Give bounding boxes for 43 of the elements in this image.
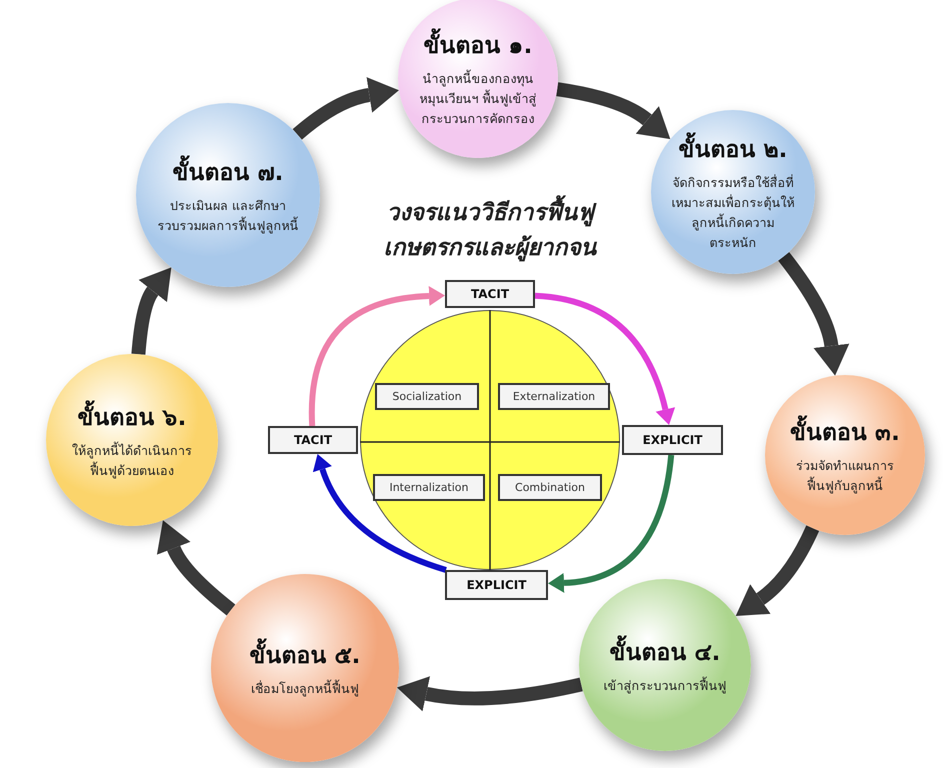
- knowledge-type-box: [268, 426, 358, 454]
- knowledge-type-box: [445, 280, 535, 308]
- step-heading: ขั้นตอน ๔.: [610, 634, 720, 670]
- step-heading: ขั้นตอน ๓.: [790, 414, 900, 450]
- step-heading: ขั้นตอน ๑.: [424, 27, 532, 63]
- arrow: [736, 525, 820, 617]
- process-box: [498, 474, 602, 501]
- process-label: Combination: [515, 481, 585, 494]
- process-box: [375, 383, 479, 410]
- arrow: [131, 266, 170, 355]
- step-circle: [398, 0, 558, 158]
- process-label: Internalization: [389, 481, 469, 494]
- knowledge-type-label: TACIT: [294, 433, 332, 447]
- arrow: [548, 454, 674, 593]
- knowledge-type-label: EXPLICIT: [466, 578, 526, 592]
- arrow: [396, 676, 583, 712]
- arrow: [778, 252, 850, 376]
- knowledge-type-label: EXPLICIT: [642, 433, 702, 447]
- step-description: ให้ลูกหนี้ได้ดำเนินการ ฟื้นฟูด้วยตนเอง: [71, 441, 193, 480]
- knowledge-type-box: [622, 425, 723, 455]
- step-heading: ขั้นตอน ๒.: [678, 131, 788, 167]
- step-heading: ขั้นตอน ๕.: [250, 637, 360, 673]
- process-box: [373, 474, 485, 501]
- arrow: [308, 286, 445, 426]
- step-description: จัดกิจกรรมหรือใช้สื่อที่ เหมาะสมเพื่อกระตุ้นให้ ลูกหนี้เกิดความ ตระหนัก: [670, 173, 796, 252]
- diagram-title: วงจรแนววิธีการฟื้นฟู เกษตรกรและผู้ยากจน: [340, 196, 640, 265]
- step-description: เชื่อมโยงลูกหนี้ฟื้นฟู: [251, 679, 359, 698]
- arrow: [292, 77, 399, 140]
- step-description: นำลูกหนี้ของกองทุน หมุนเวียนฯ พื้นฟูเข้าสู่ กระบวนการคัดกรอง: [418, 69, 538, 128]
- step-description: เข้าสู่กระบวนการฟื้นฟู: [604, 676, 726, 696]
- step-heading: ขั้นตอน ๖.: [78, 399, 186, 435]
- process-box: [498, 383, 610, 410]
- arrow: [313, 454, 447, 573]
- process-label: Externalization: [512, 390, 596, 403]
- step-heading: ขั้นตอน ๗.: [172, 154, 284, 190]
- arrow: [534, 292, 676, 425]
- step-description: ประเมินผล และศึกษา รวบรวมผลการฟื้นฟูลูกหนี้: [156, 197, 300, 236]
- step-description: ร่วมจัดทำแผนการ ฟื้นฟูกับลูกหนี้: [795, 457, 895, 496]
- arrow: [157, 520, 236, 616]
- knowledge-type-box: [445, 570, 548, 600]
- arrow: [556, 82, 672, 138]
- knowledge-type-label: TACIT: [471, 287, 509, 301]
- process-label: Socialization: [392, 390, 462, 403]
